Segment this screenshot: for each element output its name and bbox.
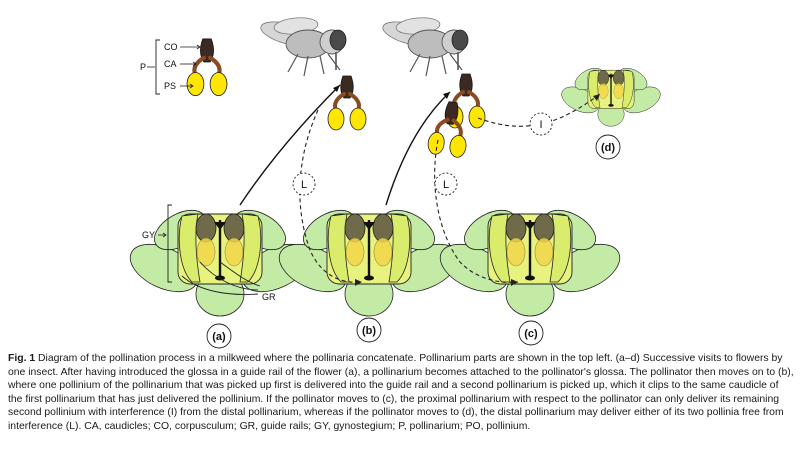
fly-icon	[257, 15, 347, 77]
dashed-path-l-1: L	[292, 109, 363, 286]
dashed-path-l-2: L	[434, 139, 519, 286]
gynostegium-marker: GY	[142, 204, 172, 283]
flower-d	[556, 63, 666, 127]
visit-arrows	[239, 84, 451, 206]
figure-caption: Fig. 1 Diagram of the pollination proces…	[8, 352, 794, 434]
pollination-diagram: CO CA PS P GY GR	[121, 15, 666, 349]
label-p: P	[140, 62, 146, 72]
panel-label-b: (b)	[362, 325, 376, 337]
fly-icon	[379, 15, 469, 77]
flower-c	[431, 200, 629, 318]
label-ps: PS	[164, 81, 176, 91]
panel-label-c: (c)	[524, 328, 538, 340]
label-gy: GY	[142, 230, 155, 240]
pollinarium-carried-a	[326, 74, 368, 132]
pollinarium-legend: CO CA PS P	[140, 39, 227, 96]
flower-b	[270, 200, 468, 318]
figure-number: Fig. 1	[8, 353, 36, 364]
label-i: I	[539, 119, 542, 131]
label-co: CO	[164, 42, 178, 52]
legend-bracket	[155, 39, 160, 95]
panel-labels: (a) (b) (c) (d)	[206, 134, 621, 349]
dashed-path-i: I	[477, 93, 601, 136]
label-l: L	[301, 179, 307, 191]
panel-label-d: (d)	[601, 142, 615, 154]
label-l: L	[443, 179, 449, 191]
pollinarium-carried-b-lower	[424, 97, 474, 161]
label-ca: CA	[164, 59, 177, 69]
caption-text: Diagram of the pollination process in a …	[8, 353, 794, 432]
panel-label-a: (a)	[212, 331, 226, 343]
legend-pollinarium-icon	[187, 39, 227, 96]
label-gr: GR	[262, 292, 276, 302]
guide-rail-marker: GR	[181, 261, 276, 302]
